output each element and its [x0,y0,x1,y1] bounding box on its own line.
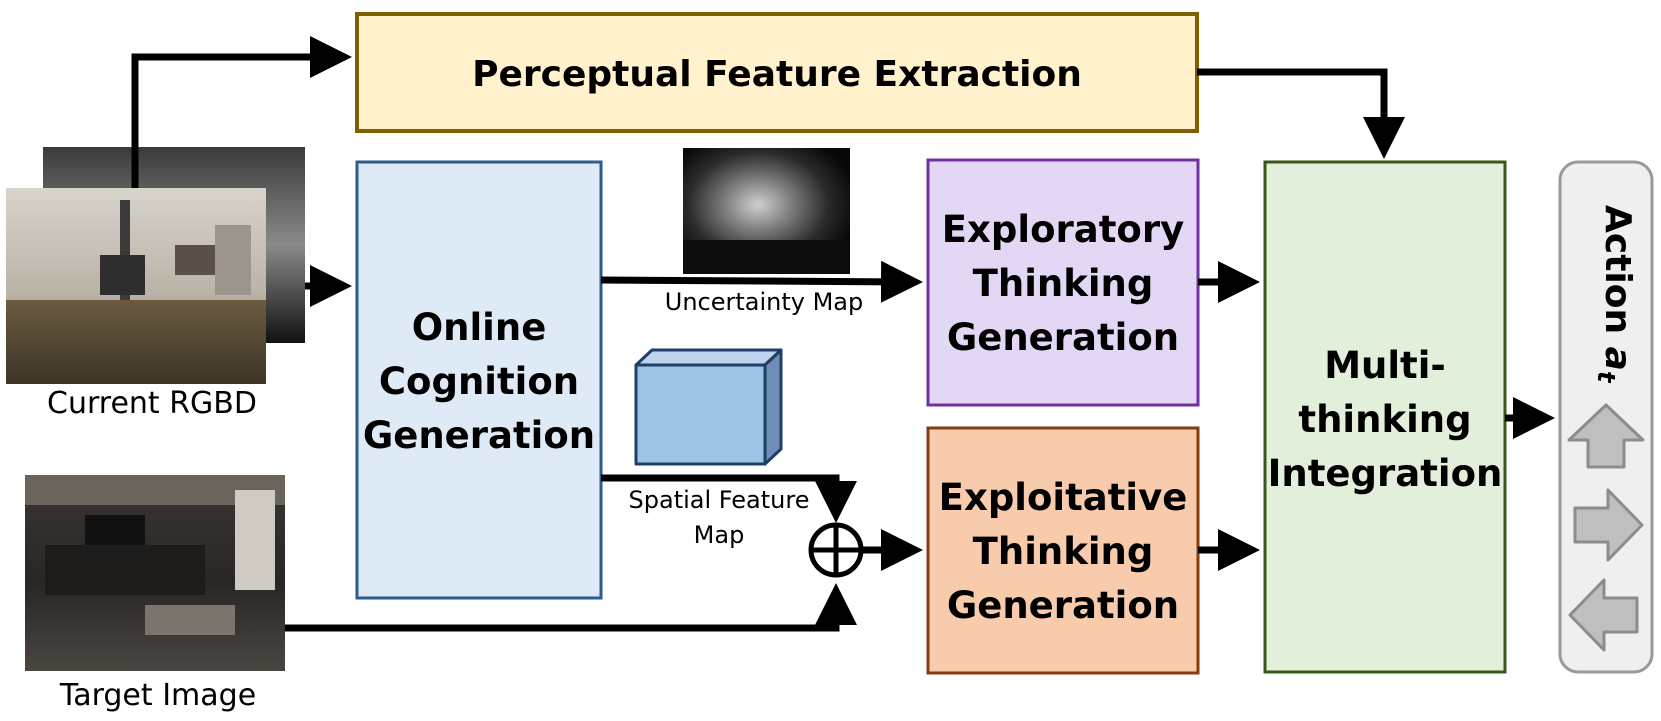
exploratory-line-3: Generation [947,316,1179,359]
exploitative-line-1: Exploitative [939,476,1188,519]
arrow-target-to-sum [285,583,857,632]
online-cognition-line-2: Cognition [379,360,579,403]
exploitative-thinking-generation-block: Exploitative Thinking Generation [926,426,1200,675]
target-image-label: Target Image [59,678,256,713]
arrow-spatial-map-to-sum [601,474,857,523]
action-panel: Action at [1558,160,1654,674]
perceptual-feature-extraction-label: Perceptual Feature Extraction [472,54,1082,95]
exploratory-line-1: Exploratory [942,208,1184,251]
target-image [25,475,285,671]
up-arrow-icon [1567,403,1645,469]
spatial-feature-map-cube [634,348,783,466]
spatial-feature-map-label-line-1: Spatial Feature [629,486,810,514]
exploitative-line-3: Generation [947,584,1179,627]
current-rgbd-image [6,147,305,384]
perceptual-feature-extraction-block: Perceptual Feature Extraction [355,12,1199,133]
right-arrow-icon [1573,488,1644,562]
online-cognition-line-3: Generation [363,414,595,457]
spatial-feature-map-label-line-2: Map [694,521,745,549]
integration-line-1: Multi- [1324,344,1446,387]
arrow-rgbd-to-perceptual [131,36,352,188]
exploratory-line-2: Thinking [973,262,1154,305]
online-cognition-generation-block: Online Cognition Generation [355,160,603,600]
integration-line-2: thinking [1298,398,1471,441]
online-cognition-line-1: Online [412,306,547,349]
arrow-online-cognition-to-exploratory [600,260,923,303]
uncertainty-map-image [683,148,850,274]
left-arrow-icon [1568,578,1639,652]
exploitative-line-2: Thinking [973,530,1154,573]
exploratory-thinking-generation-block: Exploratory Thinking Generation [926,158,1200,407]
current-rgbd-label: Current RGBD [47,386,257,421]
integration-line-3: Integration [1268,452,1503,495]
arrow-perceptual-to-integration [1197,68,1405,159]
multi-thinking-integration-block: Multi- thinking Integration [1263,160,1507,674]
sum-node [808,522,864,578]
action-label: Action at [1592,205,1638,384]
flow-arrows [131,36,1555,632]
uncertainty-map-label: Uncertainty Map [665,288,864,316]
